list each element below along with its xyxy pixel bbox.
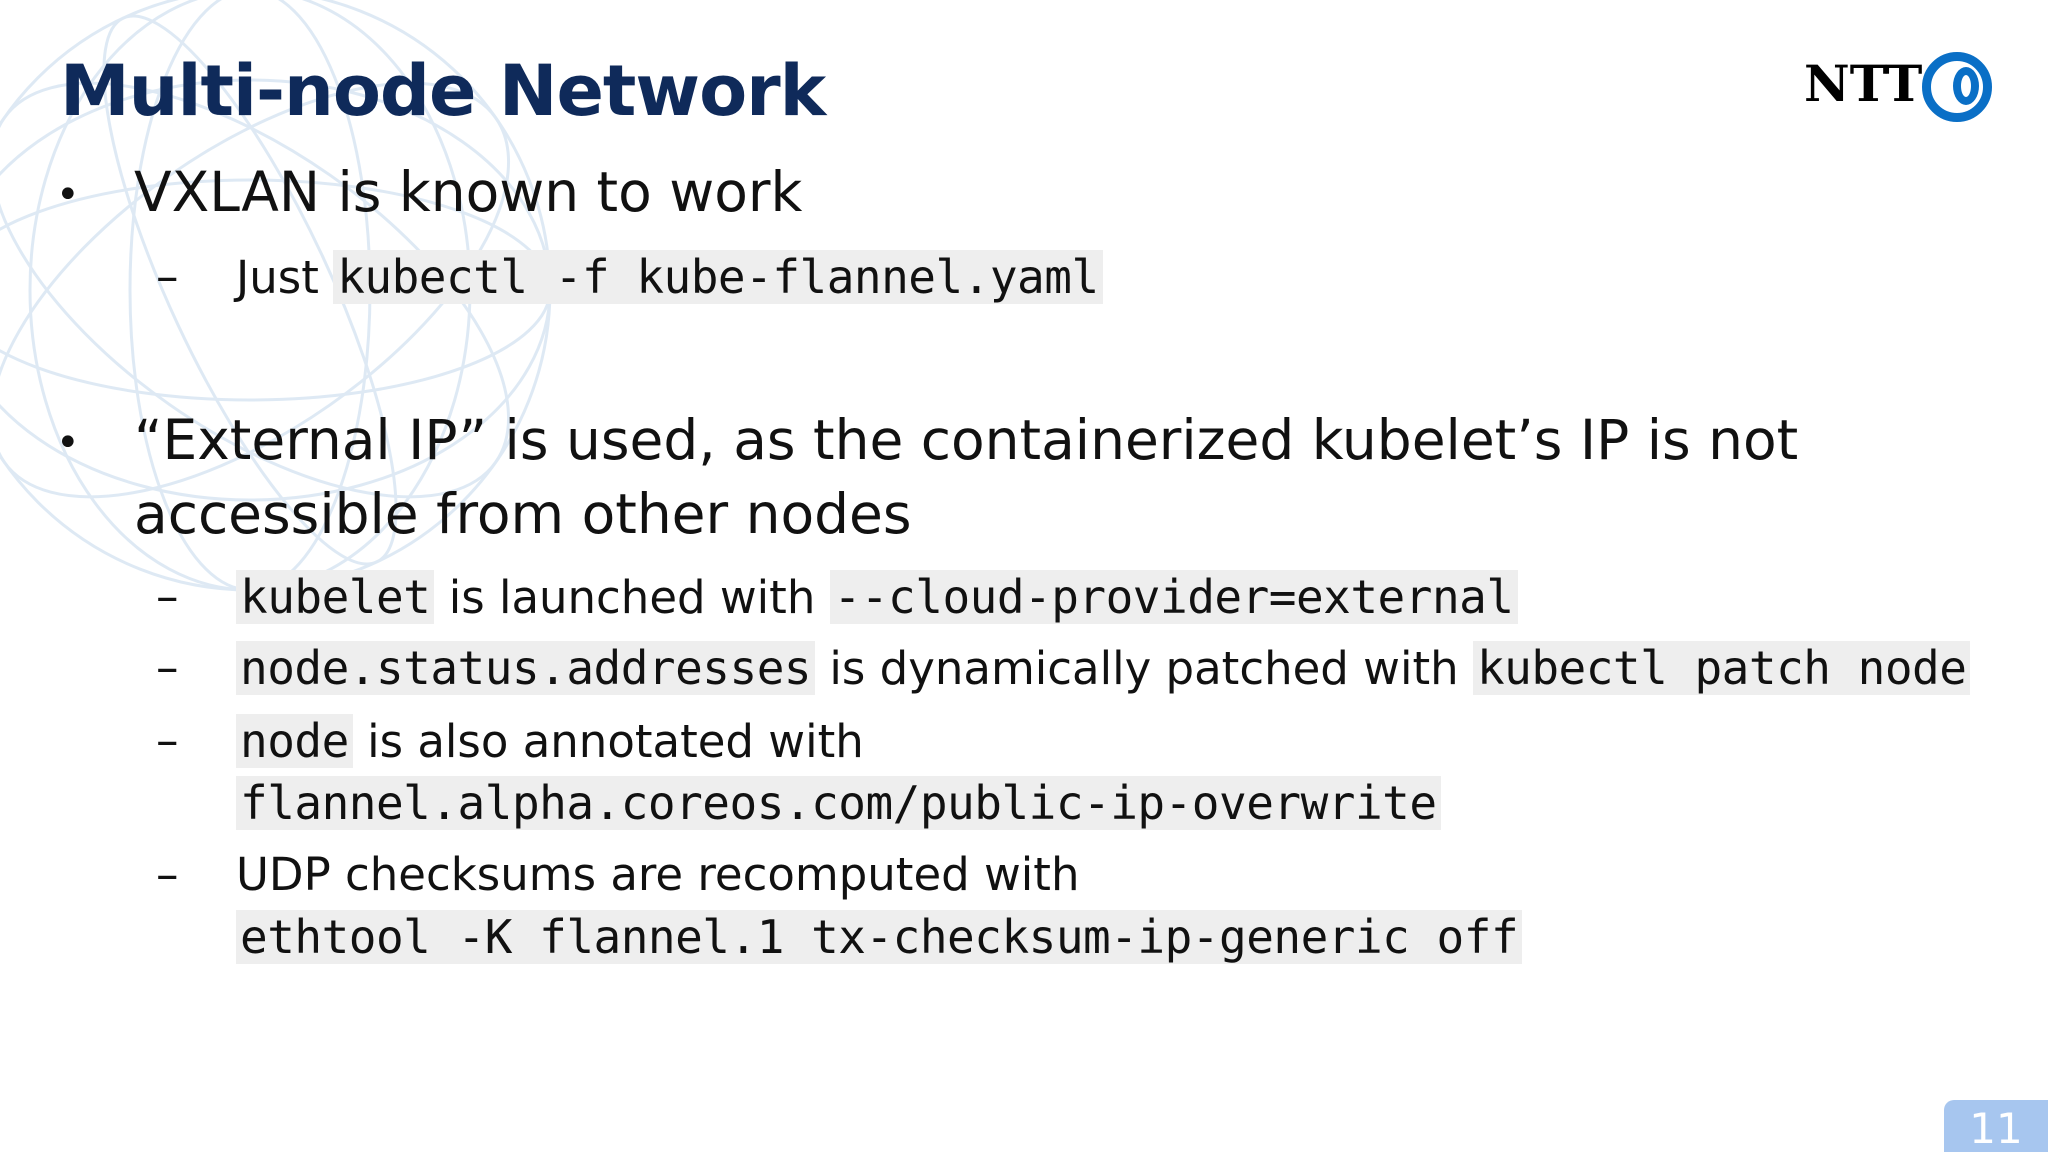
- sub-bullet-text: UDP checksums are recomputed with: [236, 848, 1080, 901]
- logo-text: NTT: [1804, 54, 1923, 113]
- code-snippet: kubectl patch node: [1472, 641, 1971, 695]
- sub-bullet-2-4: UDP checksums are recomputed with: [236, 848, 1079, 901]
- code-snippet: --cloud-provider=external: [829, 570, 1518, 624]
- bullet-2-line-2: accessible from other nodes: [134, 482, 912, 546]
- code-snippet: node: [236, 714, 353, 768]
- sub-bullet-marker: –: [156, 848, 179, 901]
- code-snippet: ethtool -K flannel.1 tx-checksum-ip-gene…: [236, 910, 1523, 964]
- code-snippet: node.status.addresses: [236, 641, 816, 695]
- sub-bullet-text: is launched with: [448, 571, 816, 624]
- bullet-marker: •: [56, 172, 80, 218]
- sub-bullet-2-4-code-line: ethtool -K flannel.1 tx-checksum-ip-gene…: [236, 910, 1523, 964]
- ntt-inner-mark-icon: [1953, 67, 1979, 105]
- sub-bullet-marker: –: [156, 641, 179, 694]
- code-snippet: kubectl -f kube-flannel.yaml: [333, 250, 1103, 304]
- sub-bullet-text: Just: [236, 251, 319, 304]
- sub-bullet-marker: –: [156, 570, 179, 623]
- sub-bullet-2-3: node is also annotated with: [236, 714, 864, 768]
- page-number-badge: 11: [1944, 1100, 2048, 1153]
- bullet-2-line-1: “External IP” is used, as the containeri…: [134, 408, 1799, 472]
- code-snippet: kubelet: [236, 570, 435, 624]
- sub-bullet-marker: –: [156, 250, 179, 303]
- sub-bullet-2-2: node.status.addresses is dynamically pat…: [236, 641, 1971, 695]
- ntt-ring-icon: [1922, 52, 1992, 122]
- sub-bullet-text: is also annotated with: [367, 715, 864, 768]
- code-snippet: flannel.alpha.coreos.com/public-ip-overw…: [236, 776, 1441, 830]
- sub-bullet-marker: –: [156, 714, 179, 767]
- sub-bullet-2-1: kubelet is launched with --cloud-provide…: [236, 570, 1518, 624]
- sub-bullet-text: is dynamically patched with: [829, 642, 1459, 695]
- sub-bullet-1-1: Just kubectl -f kube-flannel.yaml: [236, 250, 1103, 304]
- bullet-1-text: VXLAN is known to work: [134, 160, 803, 224]
- slide-title: Multi-node Network: [60, 50, 826, 132]
- ntt-logo: NTT: [1804, 50, 1994, 122]
- bullet-marker: •: [56, 420, 80, 466]
- sub-bullet-2-3-code-line: flannel.alpha.coreos.com/public-ip-overw…: [236, 776, 1441, 830]
